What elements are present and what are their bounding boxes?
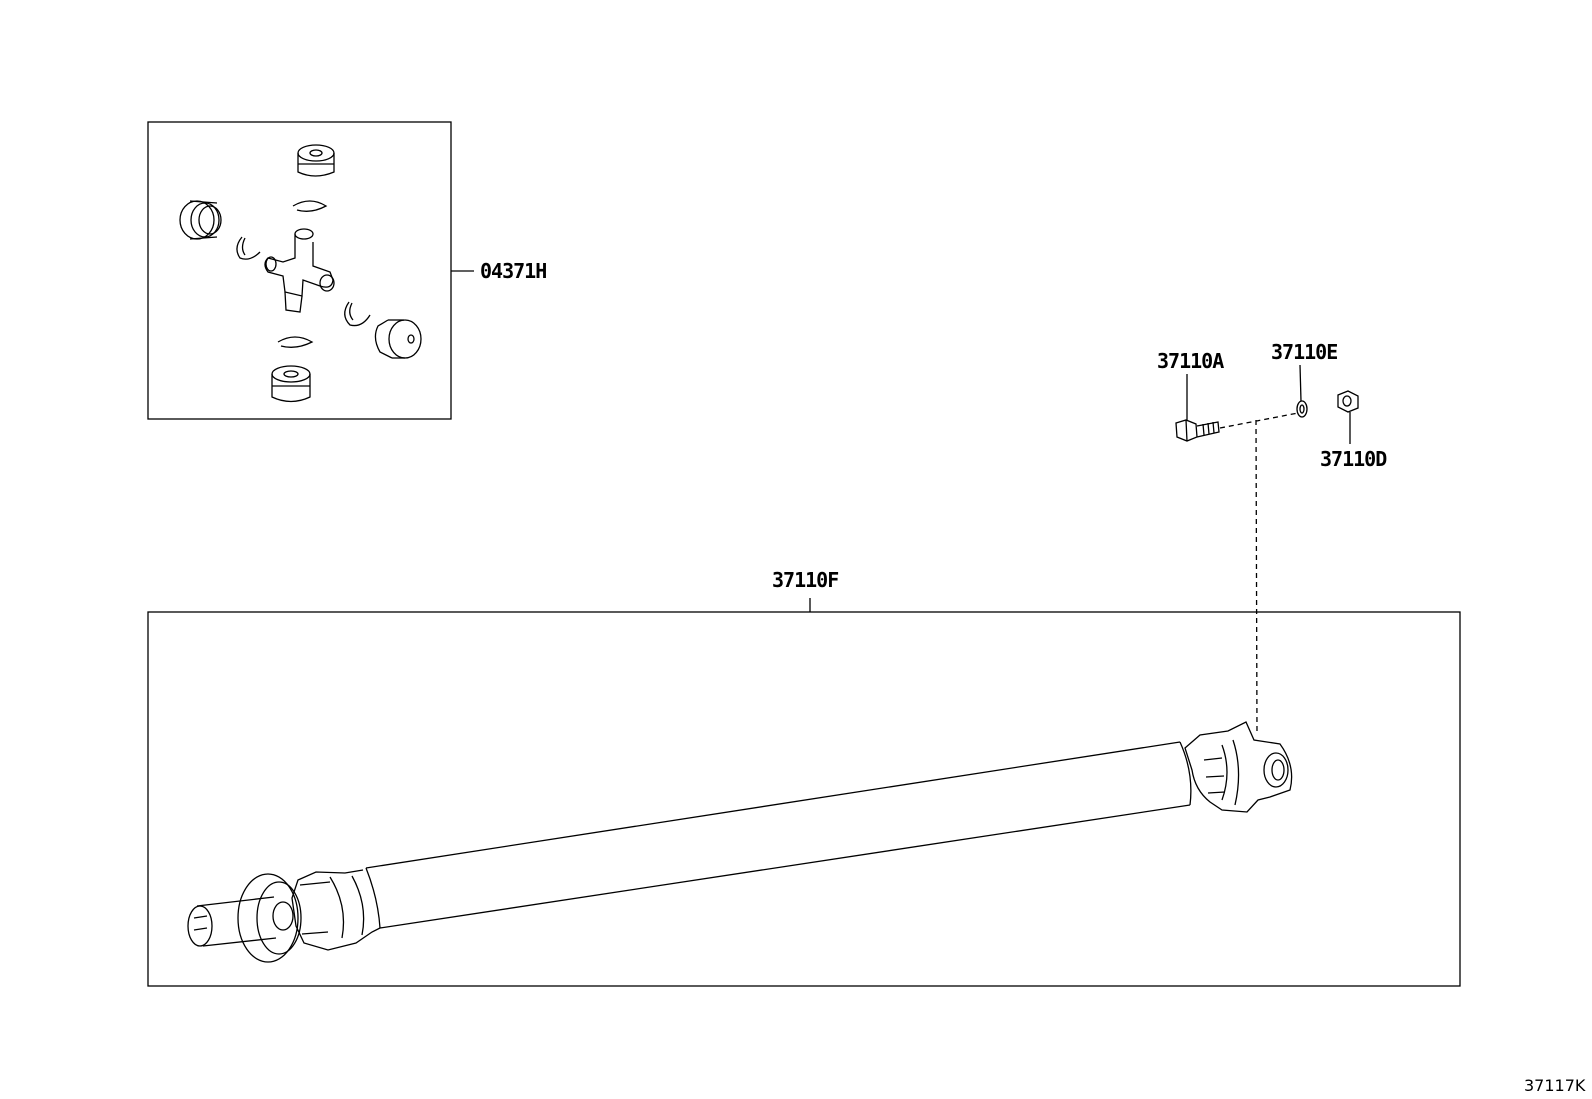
label-37110E: 37110E [1271, 340, 1338, 364]
bolt-illustration [1175, 419, 1220, 442]
assembly-dashed-line [1219, 412, 1299, 736]
washer-illustration [1296, 400, 1308, 418]
label-04371H: 04371H [480, 259, 547, 283]
label-37110D: 37110D [1320, 447, 1387, 471]
washer-leader [1299, 364, 1302, 402]
ujoint-kit-illustration [179, 144, 422, 403]
label-37110A: 37110A [1157, 349, 1224, 373]
figure-number: 37117K [1524, 1076, 1586, 1095]
label-37110F: 37110F [772, 568, 839, 592]
propeller-shaft-illustration [187, 721, 1293, 963]
nut-illustration [1337, 390, 1359, 413]
shaft-assembly-frame [147, 611, 1461, 987]
ujoint-kit-frame [147, 121, 452, 420]
